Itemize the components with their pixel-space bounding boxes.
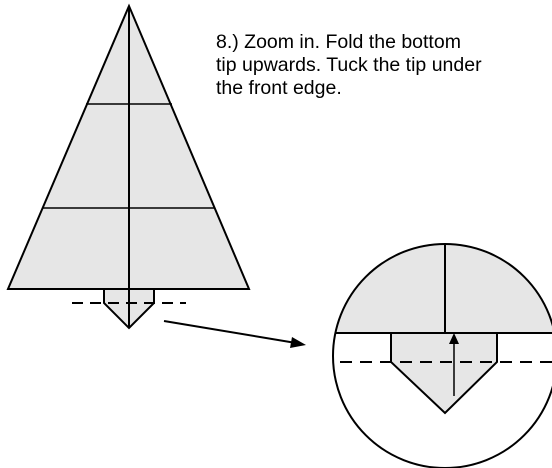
step-instructions: 8.) Zoom in. Fold the bottom tip upwards… <box>216 31 546 100</box>
zoom-bottom-tip <box>390 332 498 415</box>
zoom-fold-arrow-head <box>449 333 459 344</box>
zoom-paper-area <box>333 244 552 333</box>
zoom-detail-view <box>332 243 552 468</box>
zoom-arrow-head <box>290 337 306 348</box>
instruction-line-3: the front edge. <box>216 77 342 99</box>
instruction-line-1: 8.) Zoom in. Fold the bottom <box>216 31 461 53</box>
zoom-arrow <box>163 320 306 348</box>
zoom-circle-border <box>332 243 552 468</box>
instruction-line-2: tip upwards. Tuck the tip under <box>216 54 482 76</box>
tree-model <box>6 3 251 330</box>
